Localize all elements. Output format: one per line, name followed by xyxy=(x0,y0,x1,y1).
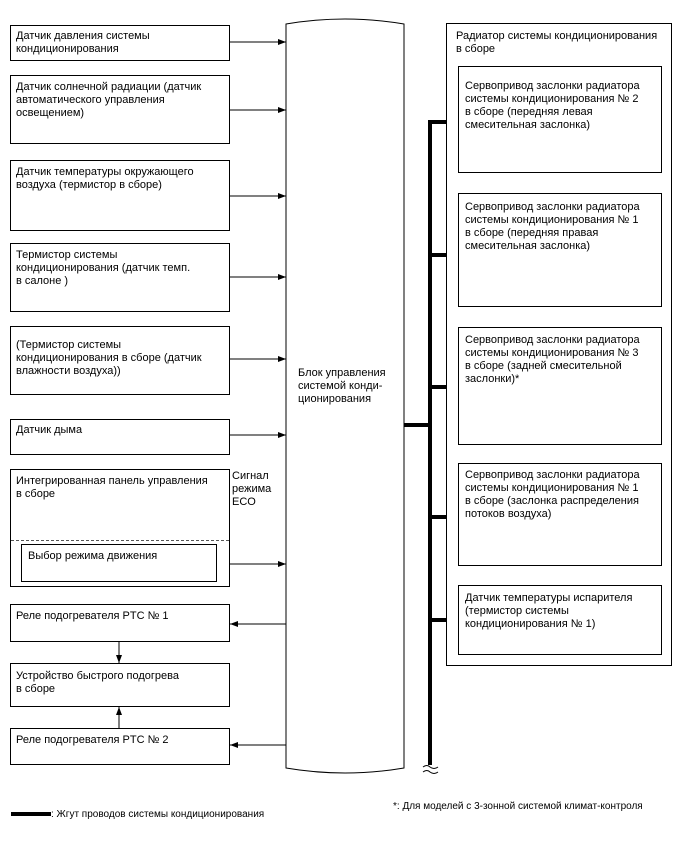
control-panel-label: Интегрированная панель управления в сбор… xyxy=(16,475,208,500)
radiator-item-box-3 xyxy=(458,327,662,445)
sensor-label-2: Датчик солнечной радиации (датчик автома… xyxy=(16,81,202,119)
sensor-box-5 xyxy=(10,326,230,395)
radiator-item-label-3: Сервопривод заслонки радиатора системы к… xyxy=(465,334,640,385)
sensor-label-4: Термистор системы кондиционирования (дат… xyxy=(16,249,191,287)
radiator-item-label-4: Сервопривод заслонки радиатора системы к… xyxy=(465,469,640,520)
sensor-label-5: (Термистор системы кондиционирования в с… xyxy=(16,339,202,377)
drive-mode-box xyxy=(21,544,217,582)
radiator-item-box-5 xyxy=(458,585,662,655)
radiator-item-label-1: Сервопривод заслонки радиатора системы к… xyxy=(465,80,640,131)
legend-harness-label: : Жгут проводов системы кондиционировани… xyxy=(51,809,265,820)
footnote: *: Для моделей с 3-зонной системой клима… xyxy=(393,801,643,812)
radiator-item-label-2: Сервопривод заслонки радиатора системы к… xyxy=(465,201,640,252)
ecu-label: Блок управления системой конди- циониров… xyxy=(298,367,386,405)
relay-1-box xyxy=(10,604,230,642)
sensor-label-1: Датчик давления системы кондиционировани… xyxy=(16,30,150,55)
relay-1-label: Реле подогревателя PTC № 1 xyxy=(16,610,169,622)
sensor-label-6: Датчик дыма xyxy=(16,424,83,436)
eco-signal-label: Сигнал режима ECO xyxy=(232,470,272,508)
sensor-box-2 xyxy=(10,75,230,144)
sensor-label-3: Датчик температуры окружающего воздуха (… xyxy=(16,166,194,191)
sensor-box-3 xyxy=(10,160,230,231)
legend-harness-swatch xyxy=(11,812,51,816)
radiator-item-box-1 xyxy=(458,66,662,173)
sensor-box-1 xyxy=(10,25,230,61)
harness-break-mark xyxy=(422,765,439,774)
radiator-item-box-2 xyxy=(458,193,662,307)
sensor-box-6 xyxy=(10,419,230,455)
drive-mode-label: Выбор режима движения xyxy=(28,550,158,562)
radiator-group-label: Радиатор системы кондиционирования в сбо… xyxy=(456,30,658,55)
ecu-outline xyxy=(285,18,405,774)
sensor-box-4 xyxy=(10,243,230,312)
relay-2-label: Реле подогревателя PTC № 2 xyxy=(16,734,169,746)
control-panel-divider xyxy=(11,540,229,541)
radiator-item-box-4 xyxy=(458,463,662,566)
quick-heater-label: Устройство быстрого подогрева в сборе xyxy=(16,670,179,695)
quick-heater-box xyxy=(10,663,230,707)
radiator-item-label-5: Датчик температуры испарителя (термистор… xyxy=(465,592,633,630)
relay-2-box xyxy=(10,728,230,765)
